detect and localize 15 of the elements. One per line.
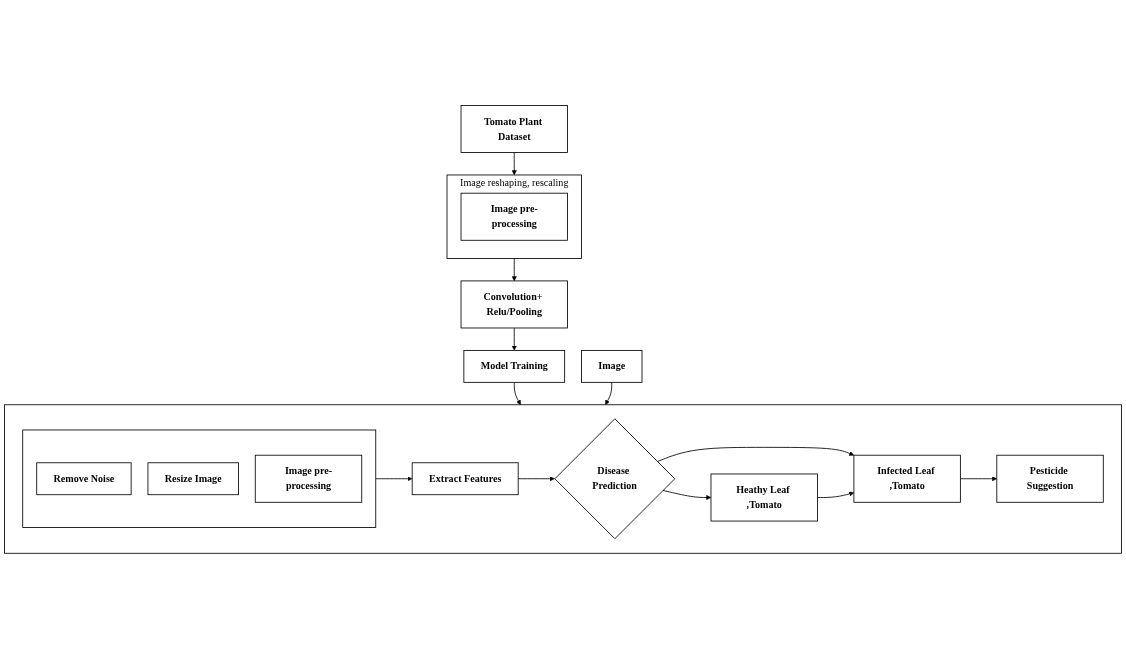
- node-box: Infected Leaf ,Tomato: [853, 454, 961, 503]
- node-box: Image: [581, 349, 643, 383]
- node-box: Pesticide Suggestion: [996, 454, 1104, 503]
- node-box: Image pre-processing: [254, 454, 363, 503]
- node-box: Resize Image: [147, 461, 239, 495]
- node-diamond: Disease Prediction: [554, 417, 676, 539]
- node-box: Heathy Leaf ,Tomato: [710, 473, 818, 522]
- node-box: Remove Noise: [36, 461, 132, 495]
- node-box: Extract Features: [411, 461, 519, 495]
- node-box: Convolution+ Relu/Pooling: [460, 280, 568, 328]
- cluster: [22, 429, 377, 528]
- cluster: [4, 403, 1122, 554]
- node-box: Model Training: [463, 349, 566, 383]
- node-box: Tomato Plant Dataset: [460, 104, 568, 153]
- node-box: Image pre-processing: [460, 192, 568, 241]
